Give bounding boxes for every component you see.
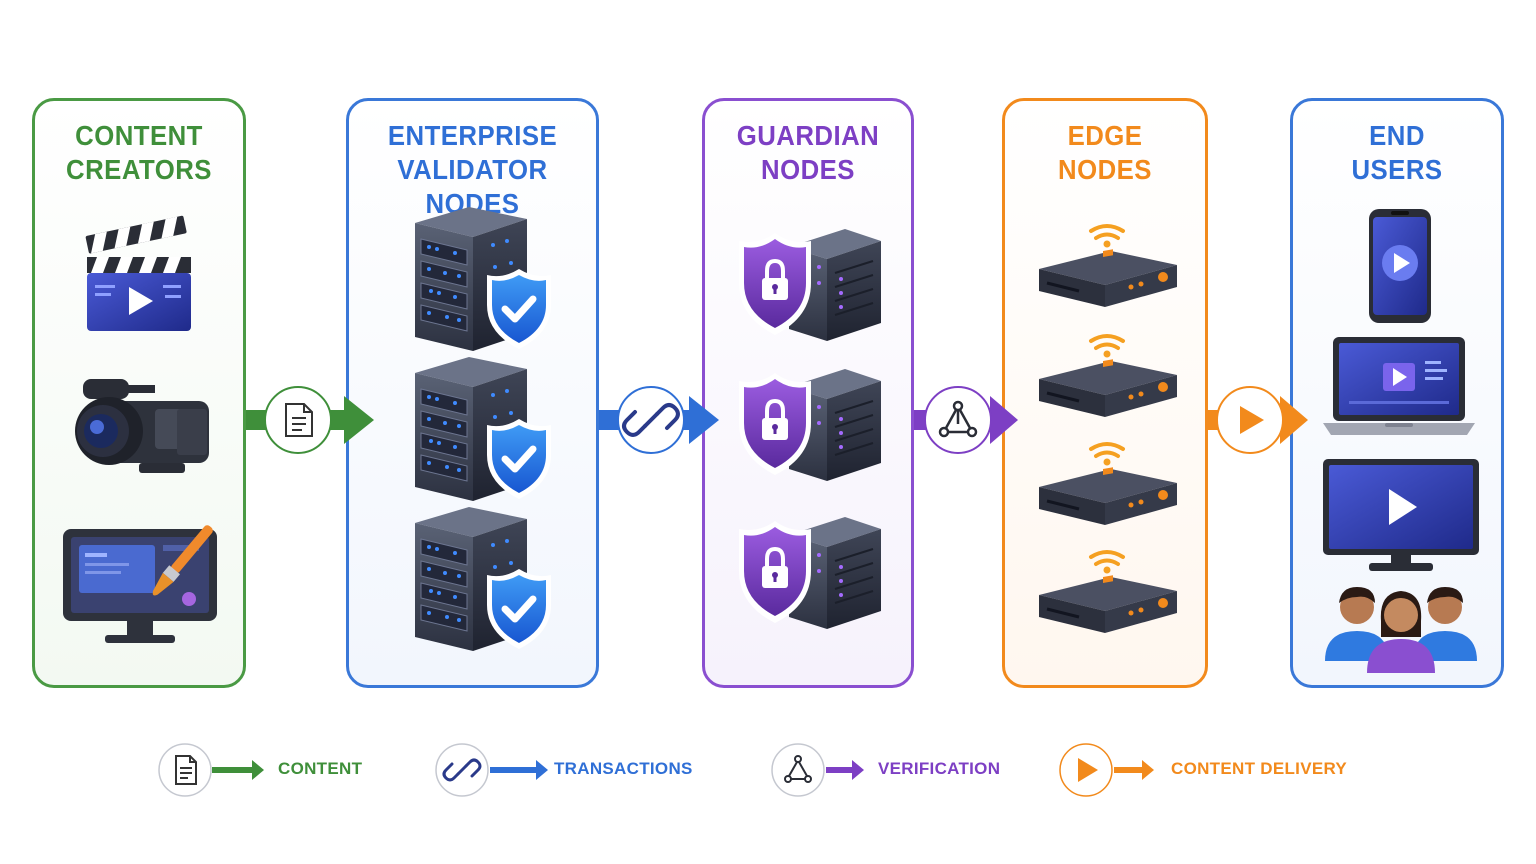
legend-item-content: CONTENT [158, 742, 398, 798]
title-line-2: NODES [761, 154, 855, 185]
column-title: ENTERPRISE VALIDATOR NODES [359, 119, 586, 221]
column-title: GUARDIAN NODES [713, 119, 903, 187]
column-content-creators: CONTENT CREATORS [32, 98, 246, 688]
laptop-icon [1323, 337, 1475, 435]
play-icon [1059, 743, 1154, 797]
legend-item-verification: VERIFICATION [770, 742, 1020, 798]
title-line-1: GUARDIAN [736, 120, 880, 151]
legend-label: CONTENT DELIVERY [1171, 759, 1348, 778]
legend-item-transactions: TRANSACTIONS [434, 742, 714, 798]
smartphone-icon [1369, 209, 1431, 323]
transactions-flow-connector [599, 386, 719, 454]
verification-flow-connector [914, 386, 1018, 454]
title-line-2: NODES [1058, 154, 1152, 185]
design-monitor-icon [63, 525, 217, 643]
edge-router-icon [1037, 550, 1179, 635]
column-enterprise-validator-nodes: ENTERPRISE VALIDATOR NODES [346, 98, 599, 688]
tv-monitor-icon [1323, 459, 1479, 571]
column-title: EDGE NODES [1013, 119, 1197, 187]
column-title: END USERS [1301, 119, 1492, 187]
clapperboard-icon [85, 215, 191, 331]
edge-router-icon [1037, 334, 1179, 419]
title-line-2: VALIDATOR NODES [397, 154, 548, 219]
column-title: CONTENT CREATORS [43, 119, 234, 187]
legend-label: CONTENT [278, 759, 363, 778]
validator-server-icon [409, 205, 559, 355]
guardian-shield-server-icon [737, 515, 883, 631]
content-flow-connector [246, 386, 374, 454]
title-line-2: USERS [1351, 154, 1443, 185]
network-icon [938, 400, 978, 438]
title-line-1: EDGE [1067, 120, 1143, 151]
legend-label: TRANSACTIONS [554, 759, 693, 778]
camcorder-icon [75, 379, 209, 473]
guardian-shield-server-icon [737, 367, 883, 483]
title-line-1: ENTERPRISE [387, 120, 558, 151]
title-line-1: CONTENT [75, 120, 203, 151]
link-icon [622, 403, 680, 437]
delivery-flow-connector [1208, 386, 1308, 454]
play-icon [1240, 406, 1264, 434]
column-edge-nodes: EDGE NODES [1002, 98, 1208, 688]
legend-label: VERIFICATION [878, 759, 1001, 778]
legend-item-content-delivery: CONTENT DELIVERY [1058, 742, 1378, 798]
edge-router-icon [1037, 442, 1179, 527]
users-group-icon [1325, 587, 1477, 673]
edge-router-icon [1037, 224, 1179, 309]
column-guardian-nodes: GUARDIAN NODES [702, 98, 914, 688]
network-icon [771, 743, 864, 797]
validator-server-icon [409, 505, 559, 655]
validator-server-icon [409, 355, 559, 505]
document-icon [158, 743, 264, 797]
guardian-shield-server-icon [737, 227, 883, 343]
title-line-1: END [1369, 120, 1425, 151]
link-icon [435, 743, 548, 797]
document-icon [285, 403, 313, 437]
column-end-users: END USERS [1290, 98, 1504, 688]
title-line-2: CREATORS [66, 154, 212, 185]
